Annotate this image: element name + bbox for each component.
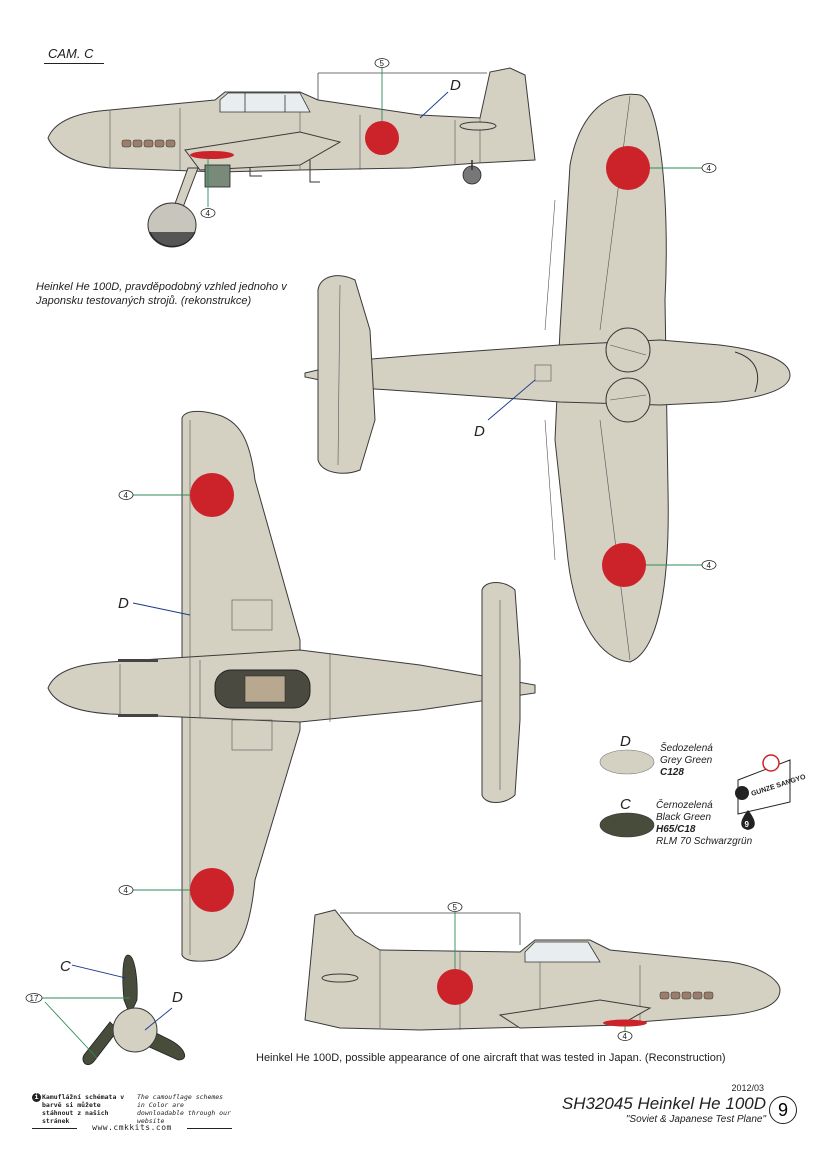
callout-D-left: D bbox=[118, 595, 129, 612]
callout-17: 17 bbox=[30, 994, 39, 1003]
swatch-C bbox=[599, 812, 655, 838]
gunze-sangyo-logo: GUNZE SANGYO bbox=[735, 754, 807, 815]
legend-letter-C: C bbox=[620, 796, 631, 813]
swatch-D bbox=[599, 749, 655, 775]
sheet-title: SH32045 Heinkel He 100D bbox=[561, 1094, 766, 1113]
callout-D-prop: D bbox=[172, 989, 183, 1006]
legend-D-name-cz: Šedozelená bbox=[660, 743, 713, 754]
page-number: 9 bbox=[769, 1096, 797, 1124]
callout-4-bottom-side: 4 bbox=[623, 1032, 628, 1041]
color-badge-icon: 9 bbox=[741, 810, 755, 830]
plan-view-left: 4 4 bbox=[47, 410, 536, 962]
plan-view-right: 4 4 bbox=[304, 93, 791, 663]
legend-C-rlm: RLM 70 Schwarzgrün bbox=[656, 836, 753, 847]
legend-letter-D: D bbox=[620, 733, 631, 750]
caption-english: Heinkel He 100D, possible appearance of … bbox=[256, 1052, 726, 1064]
legend-D-name-en: Grey Green bbox=[660, 755, 713, 766]
callout-C-prop: C bbox=[60, 958, 71, 975]
side-view-left: 5 4 bbox=[47, 58, 536, 248]
callout-4-side: 4 bbox=[206, 209, 211, 218]
callout-5-bottom: 5 bbox=[453, 903, 458, 912]
callout-4-right-top: 4 bbox=[707, 164, 712, 173]
propeller-drawing: 17 bbox=[25, 954, 186, 1066]
callout-D-top: D bbox=[450, 77, 461, 94]
caption-czech: Heinkel He 100D, pravděpodobný vzhled je… bbox=[36, 281, 287, 307]
legend-C-name-cz: Černozelená bbox=[656, 800, 713, 811]
legend-C-text: Černozelená Black Green H65/C18 RLM 70 S… bbox=[656, 800, 752, 848]
sheet-subtitle: "Soviet & Japanese Test Plane" bbox=[625, 1114, 766, 1125]
callout-4-right-bottom: 4 bbox=[707, 561, 712, 570]
website-link[interactable]: www.cmkkits.com bbox=[77, 1124, 187, 1132]
callout-4-left-bottom: 4 bbox=[124, 886, 129, 895]
scheme-label-underline bbox=[44, 63, 104, 64]
color-badge-number: 9 bbox=[745, 820, 750, 829]
callout-4-left-top: 4 bbox=[124, 491, 129, 500]
issue-date: 2012/03 bbox=[731, 1083, 764, 1093]
scheme-label: CAM. C bbox=[48, 46, 94, 61]
legend-C-name-en: Black Green bbox=[656, 812, 712, 823]
legend-swatches bbox=[599, 749, 655, 838]
legend-D-text: Šedozelená Grey Green C128 bbox=[660, 743, 713, 779]
info-english: The camouflage schemes in Color are down… bbox=[137, 1093, 231, 1125]
legend-C-code: H65/C18 bbox=[656, 824, 696, 835]
side-view-right: 5 4 bbox=[304, 902, 781, 1041]
info-icon: i bbox=[32, 1093, 41, 1102]
legend-D-code: C128 bbox=[660, 767, 684, 778]
callout-D-right: D bbox=[474, 423, 485, 440]
info-czech: Kamuflážní schémata v barvě si můžete st… bbox=[42, 1093, 125, 1125]
callout-5-top: 5 bbox=[380, 59, 385, 68]
